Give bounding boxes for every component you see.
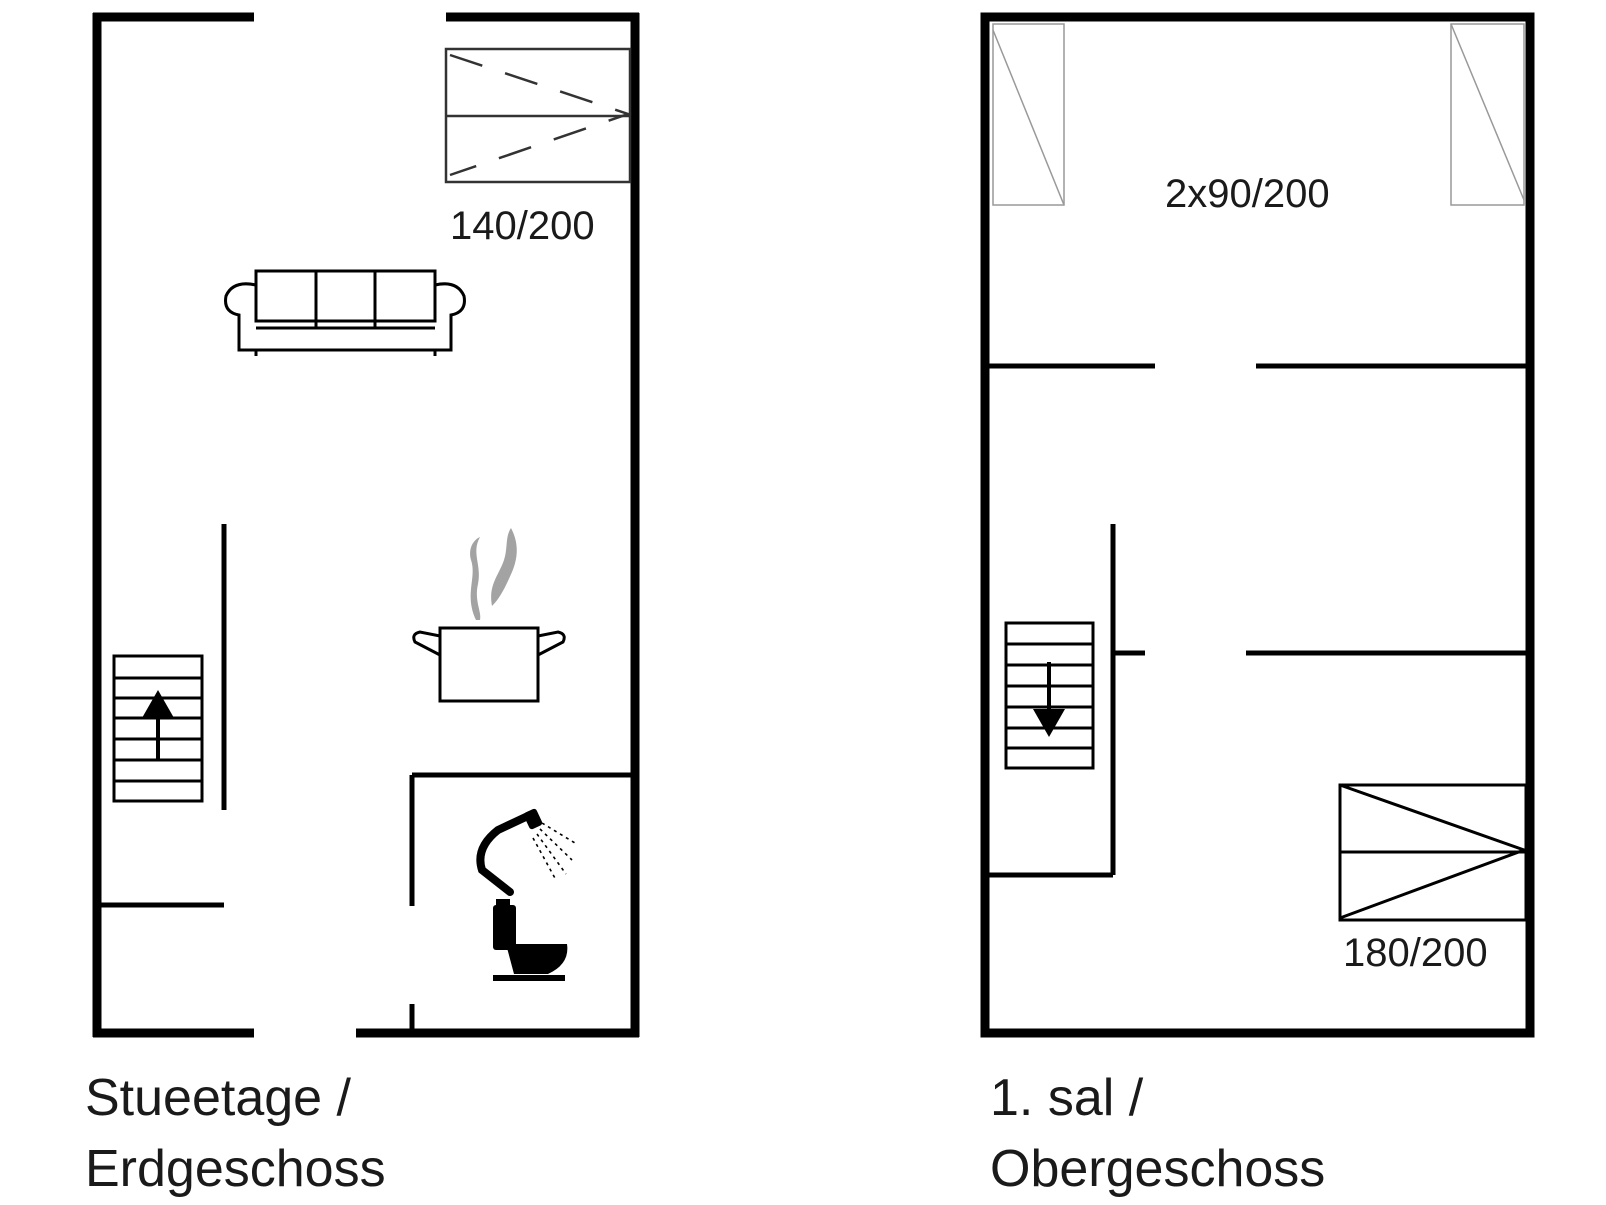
upper-floor-beds-label: 2x90/200 xyxy=(1165,172,1330,216)
upper-floor-bed-label: 180/200 xyxy=(1343,931,1488,975)
cooking-pot-icon xyxy=(412,528,566,703)
double-bed-icon xyxy=(444,47,632,184)
toilet-icon xyxy=(493,899,568,981)
sofa-icon xyxy=(224,269,466,356)
stairs-up-icon xyxy=(112,654,204,803)
shower-icon xyxy=(476,808,576,896)
ground-floor-caption-line2: Erdgeschoss xyxy=(85,1140,386,1198)
double-bed-icon xyxy=(1338,783,1529,922)
upper-floor-caption-line1: 1. sal / xyxy=(990,1069,1144,1127)
upper-floor-interior-walls xyxy=(989,363,1526,878)
single-bed-icon xyxy=(992,23,1065,206)
ground-floor-caption-line1: Stueetage / xyxy=(85,1069,352,1127)
ground-floor-interior-walls xyxy=(101,524,631,1030)
upper-floor-walls xyxy=(980,12,1535,1038)
single-bed-icon xyxy=(1450,23,1525,206)
ground-floor-plan: 140/200 Stueetage / Erdgeschoss xyxy=(85,12,640,1198)
ground-floor-bed-label: 140/200 xyxy=(450,204,595,248)
ground-floor-walls xyxy=(92,12,640,1038)
upper-floor-caption-line2: Obergeschoss xyxy=(990,1140,1325,1198)
upper-floor-plan: 2x90/200 180/200 1. sal / Obergeschoss xyxy=(980,12,1535,1198)
stairs-down-icon xyxy=(1004,621,1095,770)
